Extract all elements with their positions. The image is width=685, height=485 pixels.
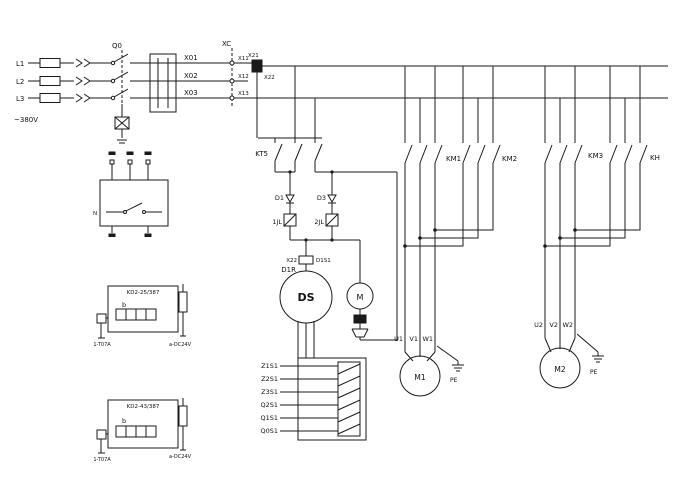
fuse-l3 [39, 93, 61, 103]
pilot-motor: M [346, 240, 374, 340]
module1-bottom-left-label: 1-T07A [93, 342, 111, 348]
motor1-pe-ground [436, 345, 464, 372]
isolator-box: X01 X02 X03 [149, 53, 198, 113]
module2-b-label: b [122, 417, 126, 425]
bus-lines [234, 65, 668, 99]
module2-title: KD2-43/387 [127, 404, 160, 410]
relay-n-label: N [93, 211, 97, 217]
return-loop [360, 172, 398, 341]
connector-xc: XC X11 X12 X13 [222, 40, 249, 108]
km1-label: KM1 [446, 155, 461, 163]
jl1-label: 1JL [272, 218, 282, 226]
winding-terminal-box: Z1S1 Z2S1 Z3S1 Q2S1 Q1S1 Q0S1 [260, 357, 367, 441]
x01-label: X01 [184, 54, 198, 62]
brake-block [353, 314, 367, 324]
fuse-l1 [39, 58, 61, 68]
ds-machine: X22 D1S1 D1R DS [279, 240, 333, 358]
km3-label: KM3 [588, 152, 603, 160]
relay-body [99, 179, 169, 227]
module2-body [107, 399, 179, 449]
x12-label: X12 [238, 74, 249, 80]
km3-group: KM3 [543, 66, 603, 353]
module2-side-terminal [96, 429, 107, 440]
voltage-label: ~380V [14, 116, 38, 124]
x22-tap-label: X22 [286, 258, 297, 264]
x13-label: X13 [238, 91, 249, 97]
module2-detail: KD2-43/387 b 1-T07A a-DC24V [93, 398, 192, 463]
kh-label: KH [650, 154, 660, 162]
d1-label: D1 [275, 194, 284, 202]
kh-group: KH [545, 66, 660, 247]
kt5-label: KT5 [255, 150, 268, 158]
module1-side-terminal [96, 313, 107, 324]
terminal-q2s1: Q2S1 [260, 401, 278, 409]
relay-detail-block: N [93, 151, 169, 237]
terminal-z2s1: Z2S1 [261, 375, 278, 383]
motor1: U1 V1 W1 M1 PE [394, 335, 464, 397]
ds-label: DS [297, 291, 314, 304]
q0-label: Q0 [112, 42, 122, 50]
motor2-label: M2 [554, 365, 565, 374]
motor1-u1-label: U1 [394, 335, 403, 343]
module1-body [107, 285, 179, 333]
incoming-supply: L1 L2 L3 ~380V [14, 58, 112, 124]
terminal-z3s1: Z3S1 [261, 388, 278, 396]
motor2: U2 V2 W2 M2 PE [534, 321, 604, 389]
module1-bottom-right-label: a-DC24V [169, 342, 192, 348]
module2-bottom-left-label: 1-T07A [93, 457, 111, 463]
main-switch-q0: Q0 [110, 42, 252, 144]
km1-group: KM1 [404, 66, 461, 362]
module2-bottom-right-label: a-DC24V [169, 454, 192, 460]
xc-label: XC [222, 40, 231, 48]
d1s1-label: D1S1 [316, 258, 331, 264]
motor2-pe-label: PE [590, 369, 598, 376]
module1-detail: KD2-25/387 b 1-T07A a-DC24V [93, 284, 192, 348]
l1-label: L1 [16, 60, 24, 68]
motor2-body [539, 347, 581, 389]
winding-coil [337, 361, 361, 437]
module1-title: KD2-25/387 [127, 290, 160, 296]
terminal-q0s1: Q0S1 [260, 427, 278, 435]
motor2-v2-label: V2 [549, 321, 558, 329]
ds-terminal-box [298, 255, 314, 265]
rectifier-branch: D1 D3 1JL 2JL [272, 194, 360, 242]
motor1-v1-label: V1 [409, 335, 418, 343]
motor2-pe-ground [576, 333, 604, 363]
fuse-block [251, 59, 263, 73]
winding-box [297, 357, 367, 441]
x22-label: X22 [264, 75, 275, 81]
jl2-label: 2JL [314, 218, 324, 226]
x02-label: X02 [184, 72, 198, 80]
d3-label: D3 [317, 194, 326, 202]
kt5-contacts: KT5 [255, 66, 398, 341]
d1r-label: D1R [281, 266, 296, 274]
x21-label: X21 [248, 53, 259, 59]
motor1-label: M1 [414, 373, 425, 382]
module1-b-label: b [122, 301, 126, 309]
x03-label: X03 [184, 89, 198, 97]
module2-resistor [178, 405, 188, 427]
pilot-motor-label: M [357, 293, 364, 302]
terminal-q1s1: Q1S1 [260, 414, 278, 422]
module1-resistor [178, 291, 188, 313]
km2-group: KM2 [403, 66, 517, 248]
motor2-w2-label: W2 [562, 321, 573, 329]
motor1-pe-label: PE [450, 377, 458, 384]
fuse-l2 [39, 76, 61, 86]
x11-label: X11 [238, 56, 249, 62]
breaker-body [149, 53, 177, 113]
l2-label: L2 [16, 78, 24, 86]
motor1-body [399, 355, 441, 397]
motor1-w1-label: W1 [422, 335, 433, 343]
l3-label: L3 [16, 95, 24, 103]
motor2-u2-label: U2 [534, 321, 543, 329]
terminal-z1s1: Z1S1 [261, 362, 278, 370]
km2-label: KM2 [502, 155, 517, 163]
